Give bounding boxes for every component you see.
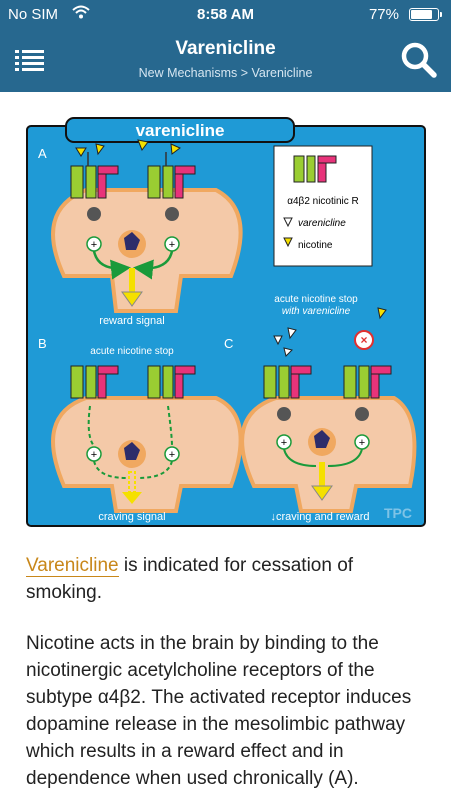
caption-c-top-2: with varenicline [282, 306, 351, 317]
nicotine-mark [95, 143, 105, 156]
svg-text:+: + [169, 449, 175, 461]
paragraph-1: Varenicline is indicated for cessation o… [26, 552, 426, 606]
svg-text:+: + [91, 449, 97, 461]
caption-c: ↓craving and reward [270, 511, 369, 523]
figure-title: varenicline [136, 121, 225, 140]
receptor-b2 [147, 365, 196, 399]
paragraph-2: Nicotine acts in the brain by binding to… [26, 633, 412, 789]
paragraph-1-text: is indicated for cessation of smoking. [26, 555, 354, 603]
receptor-a1 [70, 165, 119, 199]
receptor-b1 [70, 365, 119, 399]
panel-c-label: C [224, 336, 233, 351]
legend-receptor: α4β2 nicotinic R [287, 196, 359, 207]
figure-title-box [65, 117, 295, 143]
wifi-icon [72, 5, 90, 23]
svg-text:+: + [169, 239, 175, 251]
mechanism-figure: varenicline A + + [26, 116, 426, 528]
clock: 8:58 AM [197, 6, 254, 23]
caption-b: craving signal [98, 511, 165, 523]
search-icon[interactable] [399, 40, 439, 80]
list-menu-icon[interactable] [14, 48, 46, 74]
tpc-logo: TPC [384, 505, 412, 521]
panel-a-label: A [38, 146, 47, 161]
neuron-a [51, 188, 243, 313]
caption-c-top-1: acute nicotine stop [274, 294, 358, 305]
breadcrumb[interactable]: New Mechanisms > Varenicline [138, 66, 313, 80]
nicotine-mark [137, 139, 149, 152]
legend-nicotine: nicotine [298, 240, 333, 251]
svg-text:+: + [281, 437, 287, 449]
status-bar: No SIM 8:58 AM 77% [0, 0, 451, 30]
ion-dot [165, 207, 179, 221]
nicotine-mark [170, 143, 181, 155]
receptor-c1 [263, 365, 312, 399]
ion-dot [87, 207, 101, 221]
caption-a: reward signal [99, 315, 164, 327]
battery-percent: 77% [368, 6, 399, 23]
caption-b-top: acute nicotine stop [90, 346, 174, 357]
legend-varenicline: varenicline [298, 218, 346, 229]
page-title: Varenicline [175, 38, 276, 59]
content-area[interactable]: varenicline A + + [0, 92, 451, 800]
svg-text:+: + [359, 437, 365, 449]
neuron-b [51, 396, 243, 513]
nicotine-mark [75, 147, 87, 157]
block-icon [354, 330, 374, 350]
legend-box [273, 145, 373, 267]
battery-icon [409, 8, 442, 21]
panel-b-label: B [38, 336, 47, 351]
nav-bar: Varenicline New Mechanisms > Varenicline [0, 30, 451, 92]
receptor-a2 [147, 165, 196, 199]
receptor-c2 [343, 365, 392, 399]
svg-text:×: × [360, 333, 367, 347]
da-symbol [124, 232, 140, 250]
varenicline-link[interactable]: Varenicline [26, 555, 119, 577]
svg-text:+: + [91, 239, 97, 251]
carrier-label: No SIM [8, 6, 59, 23]
